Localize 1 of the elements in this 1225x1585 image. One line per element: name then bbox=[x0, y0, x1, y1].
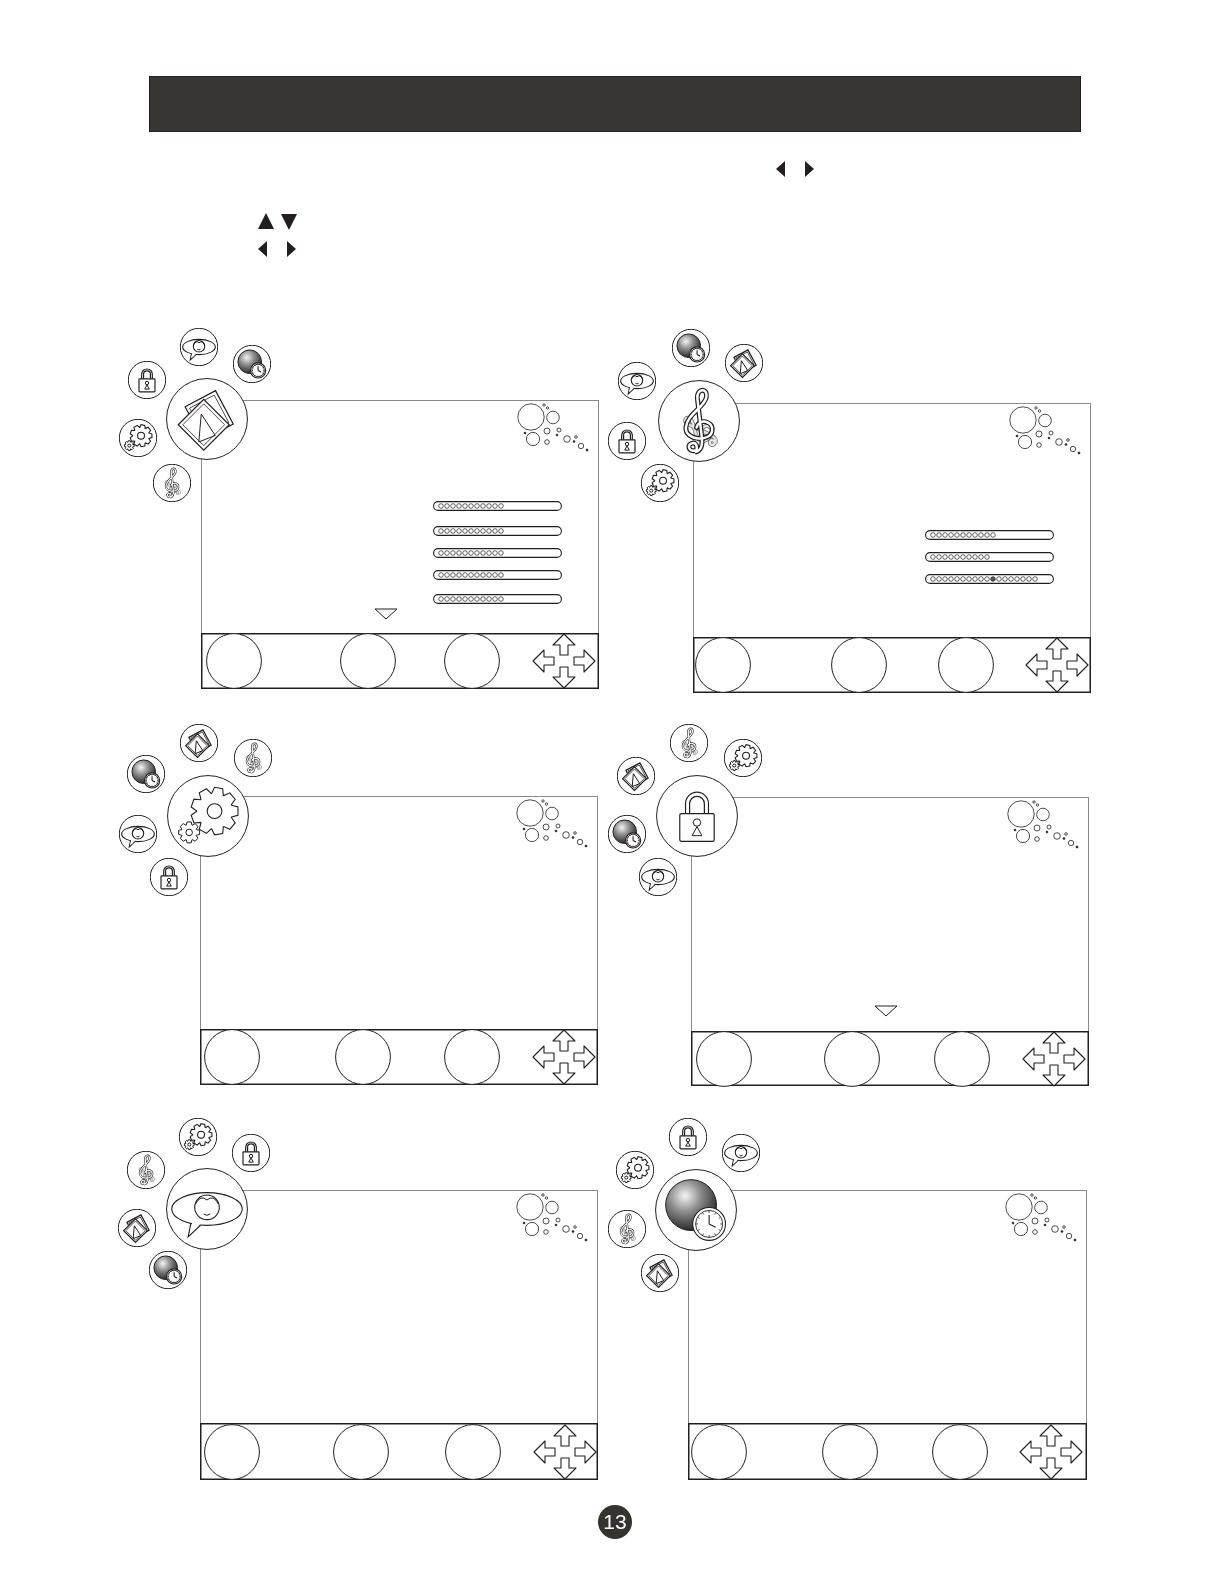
page-number: 13 bbox=[598, 1505, 632, 1539]
